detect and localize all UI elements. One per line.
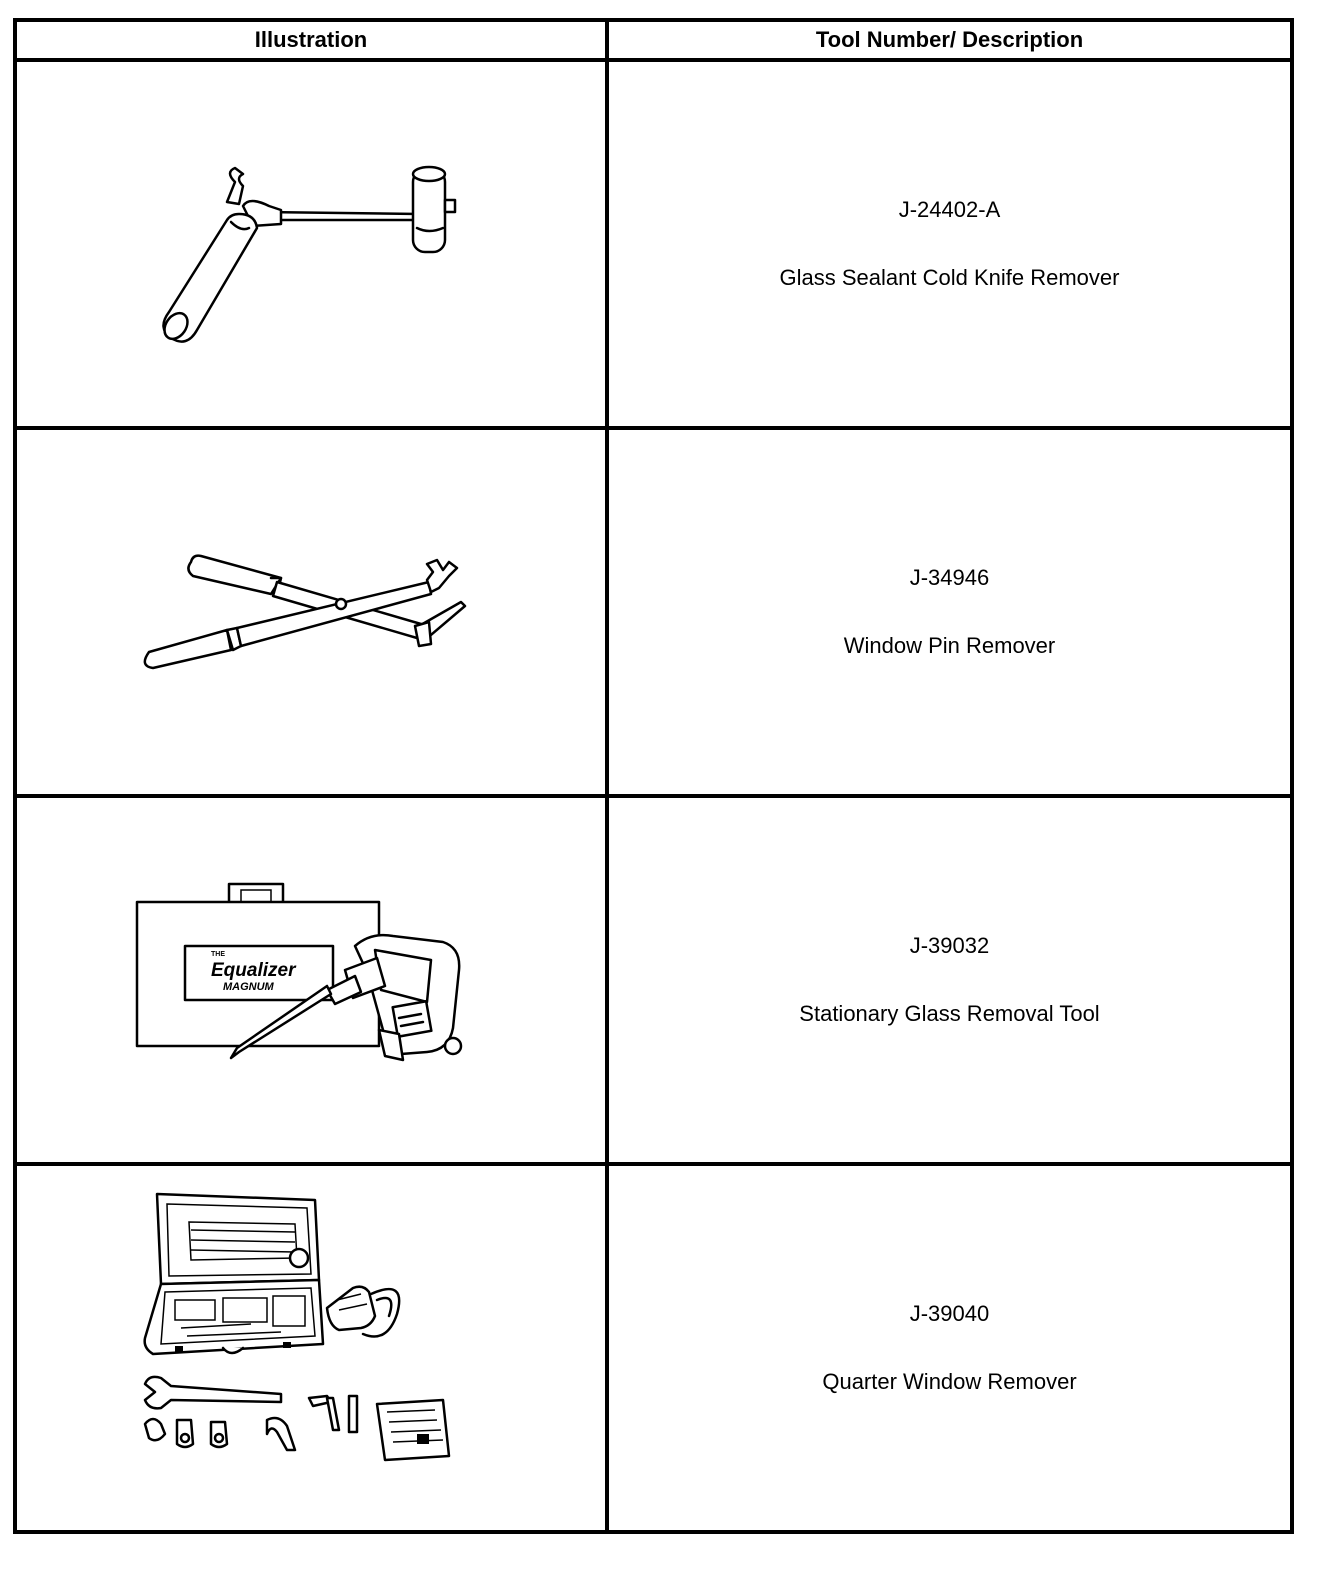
- tool-number: J-39032: [909, 933, 990, 958]
- illustration-cell: [13, 426, 609, 798]
- tool-description: Glass Sealant Cold Knife Remover: [779, 265, 1120, 290]
- table-row: J-39040 Quarter Window Remover: [13, 1162, 1294, 1534]
- illustration-cell: [13, 58, 609, 430]
- tool-number: J-39040: [909, 1301, 990, 1326]
- tool-table: Illustration Tool Number/ Description: [13, 18, 1294, 1534]
- description-cell: J-34946 Window Pin Remover: [605, 426, 1294, 798]
- header-row: Illustration Tool Number/ Description: [13, 18, 1294, 62]
- table-row: THE Equalizer MAGNUM: [13, 794, 1294, 1166]
- tool-kit-case-icon: [143, 1192, 451, 1462]
- table-row: J-34946 Window Pin Remover: [13, 426, 1294, 798]
- tool-description: Quarter Window Remover: [822, 1369, 1077, 1394]
- tool-number: J-34946: [909, 565, 990, 590]
- equalizer-sub-text: MAGNUM: [223, 981, 275, 993]
- cold-knife-icon: [162, 165, 457, 343]
- equalizer-kit-icon: THE Equalizer MAGNUM: [135, 882, 463, 1062]
- equalizer-small-text: THE: [211, 951, 225, 958]
- illustration-cell: THE Equalizer MAGNUM: [13, 794, 609, 1166]
- tool-description: Stationary Glass Removal Tool: [799, 1001, 1100, 1026]
- description-cell: J-39040 Quarter Window Remover: [605, 1162, 1294, 1534]
- tool-description: Window Pin Remover: [843, 633, 1056, 658]
- header-tool-description: Tool Number/ Description: [605, 18, 1294, 62]
- tool-number: J-24402-A: [898, 197, 1001, 222]
- description-cell: J-39032 Stationary Glass Removal Tool: [605, 794, 1294, 1166]
- table-row: J-24402-A Glass Sealant Cold Knife Remov…: [13, 58, 1294, 430]
- equalizer-brand-text: Equalizer: [211, 960, 297, 981]
- header-illustration: Illustration: [13, 18, 609, 62]
- illustration-cell: [13, 1162, 609, 1534]
- description-cell: J-24402-A Glass Sealant Cold Knife Remov…: [605, 58, 1294, 430]
- pin-remover-icon: [143, 554, 467, 670]
